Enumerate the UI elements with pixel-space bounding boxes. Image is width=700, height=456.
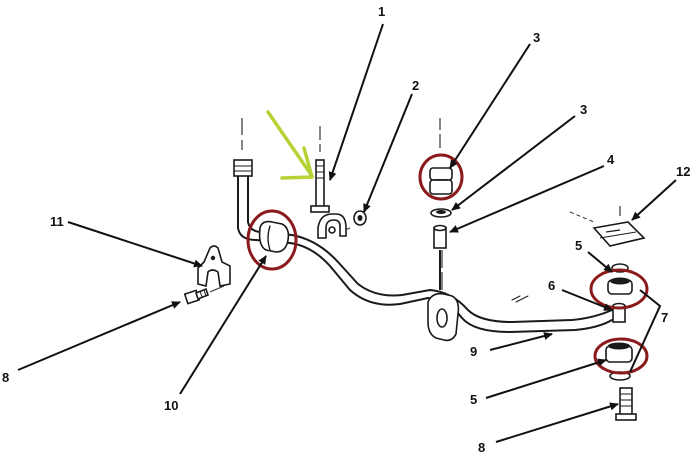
bushing-part-3-upper xyxy=(429,167,453,195)
small-mark-glyph xyxy=(511,295,529,303)
leader-lines xyxy=(17,23,677,443)
callout-7: 7 xyxy=(661,310,668,325)
callout-11: 11 xyxy=(50,214,64,229)
nut-part-2 xyxy=(353,210,367,226)
callout-4: 4 xyxy=(607,152,615,167)
bolt-part-1 xyxy=(310,159,330,213)
callout-10: 10 xyxy=(164,398,178,413)
bolt-part-8-left xyxy=(183,287,209,305)
callout-2: 2 xyxy=(412,78,419,93)
pointer-arrow-icon xyxy=(266,110,314,180)
callout-3-upper: 3 xyxy=(533,30,540,45)
centerline-marks xyxy=(209,118,621,293)
highlight-circle-part-5-lower xyxy=(593,337,649,375)
bracket-part-11 xyxy=(197,245,231,287)
bushing-part-5-upper xyxy=(607,263,633,295)
highlight-circle-part-3 xyxy=(418,153,464,201)
spacer-part-6 xyxy=(612,302,626,323)
center-clamp xyxy=(427,292,460,342)
mount-block-part-12 xyxy=(569,211,646,247)
callout-9: 9 xyxy=(470,344,477,359)
callout-8-left: 8 xyxy=(2,370,9,385)
bolt-part-8-right xyxy=(615,387,637,421)
spacer-part-4 xyxy=(433,224,447,249)
callout-1: 1 xyxy=(378,4,385,19)
callout-3-lower: 3 xyxy=(580,102,587,117)
bracket-upper xyxy=(317,213,347,239)
bar-end-top xyxy=(233,159,253,177)
callout-12: 12 xyxy=(676,164,690,179)
callout-labels: 1 2 3 3 4 12 11 5 6 7 9 8 5 10 8 xyxy=(2,4,690,455)
callout-6: 6 xyxy=(548,278,555,293)
retainer-part-3-lower xyxy=(430,208,452,218)
highlight-circle-part-10 xyxy=(246,209,298,271)
highlight-circles xyxy=(246,153,649,375)
highlight-circle-part-5-upper xyxy=(589,268,649,310)
callout-5-upper: 5 xyxy=(575,238,582,253)
bushing-part-10 xyxy=(258,220,290,253)
callout-8-right: 8 xyxy=(478,440,485,455)
callout-5-lower: 5 xyxy=(470,392,477,407)
